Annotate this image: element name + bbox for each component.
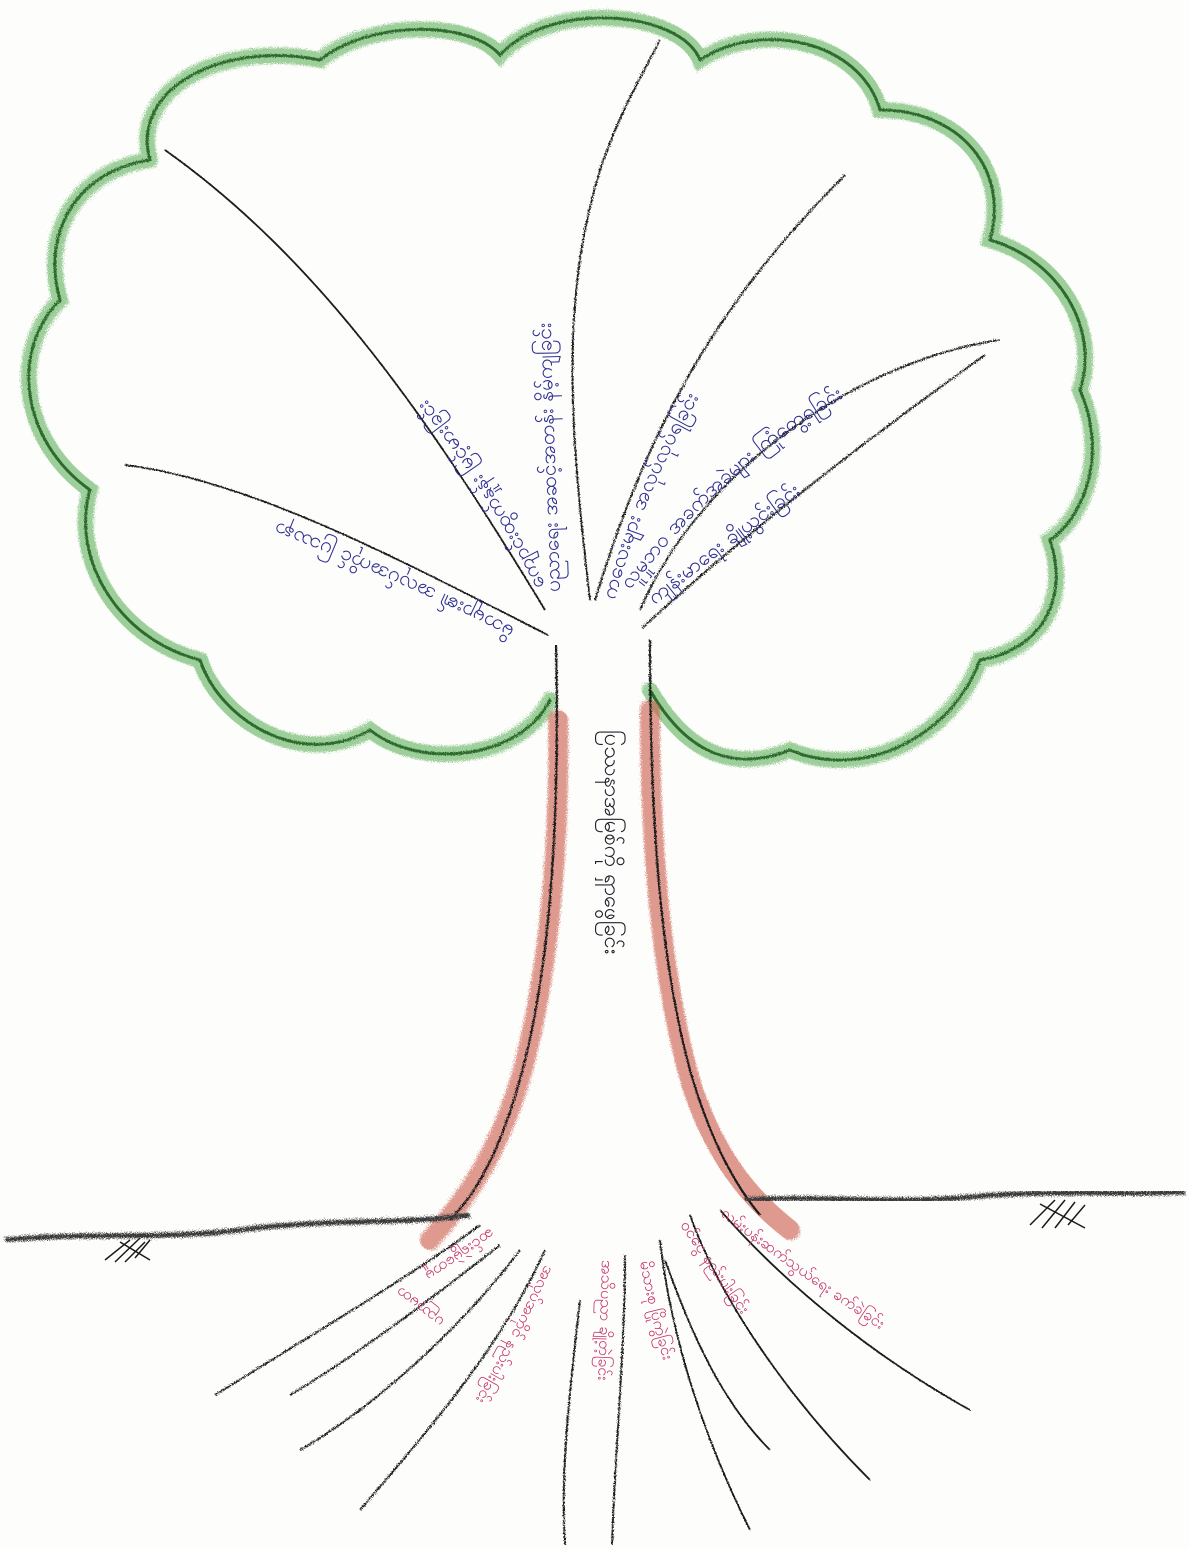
root-line-5 xyxy=(611,1254,626,1546)
grass-tuft-right xyxy=(1029,1199,1086,1229)
canopy-shading xyxy=(20,9,1101,768)
branch-line-4 xyxy=(641,354,986,629)
trunk-line-right xyxy=(648,639,761,1216)
root-line-0 xyxy=(214,1224,481,1396)
branch-line-2 xyxy=(571,39,661,601)
trunk-shading-right xyxy=(640,700,800,1240)
root-line-9 xyxy=(664,1259,771,1451)
root-label-2: အလုပ်အကိုင် နည်းပါးခြင်း xyxy=(472,1263,559,1407)
branch-line-3 xyxy=(594,174,846,601)
grass-tuft-left xyxy=(104,1237,151,1263)
branch-line-5 xyxy=(639,339,1001,611)
root-line-1 xyxy=(289,1244,501,1396)
trunk-shading-left xyxy=(420,710,569,1250)
trunk-line-left xyxy=(449,644,558,1221)
branch-line-0 xyxy=(124,464,549,636)
ground-line-right xyxy=(744,1189,1186,1203)
root-line-4 xyxy=(562,1299,581,1546)
ground-line-left xyxy=(4,1212,471,1243)
root-line-2 xyxy=(299,1249,521,1451)
branch-line-1 xyxy=(164,149,546,611)
canopy-outline xyxy=(27,16,1094,762)
branch-label-2: ပညာရေး အဆင့်အတန်း နိမ့်ကျခြင်း xyxy=(530,323,569,593)
root-line-7 xyxy=(689,1214,871,1481)
trunk-label: ပြဿနာအမြစ်ကို ရှာဖွေခြင်း xyxy=(594,730,626,954)
root-line-3 xyxy=(359,1249,546,1511)
root-label-3: အသိပညာ ချို့တဲ့ခြင်း xyxy=(592,1260,617,1381)
branch-label-1: ကျောင်းထွက်နှုန်း မြင့်မားခြင်း xyxy=(411,396,555,594)
branch-label-0: မိဘများ၏ အလုပ်အကိုင် ပြဿနာ xyxy=(270,513,517,646)
root-line-8 xyxy=(719,1209,971,1411)
root-line-6 xyxy=(659,1239,751,1531)
